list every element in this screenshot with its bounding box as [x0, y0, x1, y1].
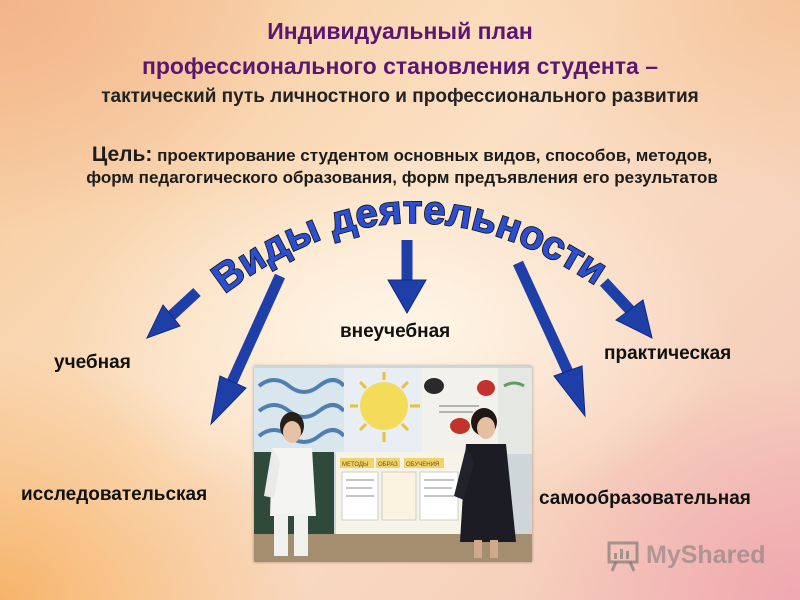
- arrow-to-issl: [210, 273, 286, 426]
- activity-issled: исследовательская: [21, 484, 208, 505]
- activity-samoobr: самообразовательная: [539, 488, 751, 509]
- arrow-to-prakt: [599, 278, 653, 339]
- slide-subtitle: тактический путь личностного и профессио…: [101, 86, 699, 107]
- title-dash: –: [645, 53, 659, 79]
- arrow-to-vne: [387, 240, 427, 315]
- title-line-2-text: профессионального становления студента: [141, 53, 639, 79]
- goal-line-2: форм педагогического образования, форм п…: [86, 168, 718, 187]
- classroom-photo-drawing: МЕТОДЫ ОБРАЗ ОБУЧЕНИЯ: [254, 366, 532, 562]
- arrow-to-ucheb: [146, 287, 201, 339]
- activity-vneucheb: внеучебная: [340, 321, 451, 342]
- slide-title-line-2: профессионального становления студента –: [0, 53, 800, 80]
- board-label-1: МЕТОДЫ: [342, 462, 368, 468]
- board-label-3: ОБУЧЕНИЯ: [406, 462, 439, 468]
- activity-prakt: практическая: [604, 343, 732, 364]
- activity-ucheb: учебная: [54, 352, 131, 373]
- goal-label: Цель:: [91, 143, 153, 166]
- classroom-photo: МЕТОДЫ ОБРАЗ ОБУЧЕНИЯ: [254, 366, 532, 562]
- goal-line-1: Цель: проектирование студентом основных …: [22, 143, 782, 167]
- arrow-to-samo: [513, 260, 586, 418]
- watermark-text: MyShared: [646, 540, 766, 569]
- goal-text-1: проектирование студентом основных видов,…: [157, 146, 713, 165]
- presentation-board-icon: [607, 541, 639, 572]
- slide-title-line-1: Индивидуальный план: [267, 18, 533, 44]
- myshared-watermark: MyShared: [606, 536, 765, 574]
- board-label-2: ОБРАЗ: [378, 462, 398, 468]
